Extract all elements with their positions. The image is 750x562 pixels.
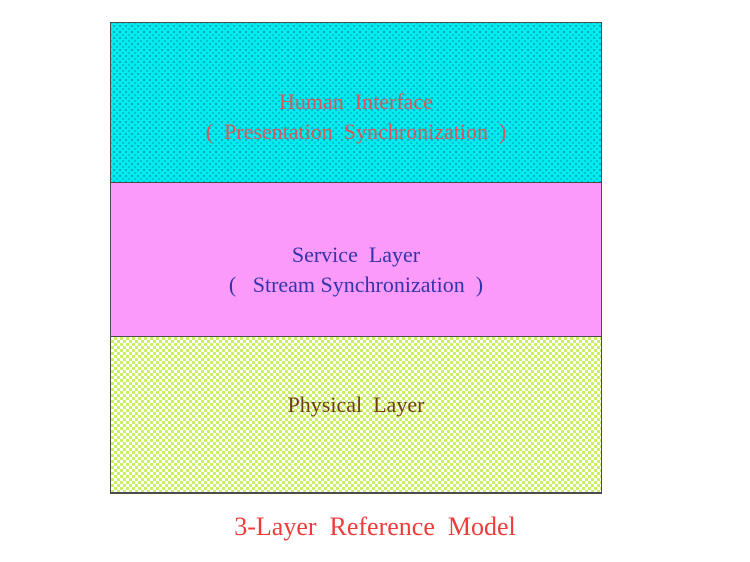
- layer-stack: Human Interface ( Presentation Synchroni…: [110, 22, 602, 494]
- layer-human-subtitle: ( Presentation Synchronization ): [205, 118, 507, 144]
- layer-box-human-interface: Human Interface ( Presentation Synchroni…: [110, 22, 602, 183]
- layer-human-title: Human Interface: [279, 88, 433, 114]
- layer-physical-title: Physical Layer: [287, 391, 425, 417]
- layer-box-physical: Physical Layer: [110, 336, 602, 494]
- layer-service-subtitle: ( Stream Synchronization ): [228, 271, 484, 297]
- layer-physical-text-block: Physical Layer: [288, 390, 425, 420]
- diagram-caption: 3-Layer Reference Model: [234, 512, 516, 541]
- layer-human-text-block: Human Interface ( Presentation Synchroni…: [206, 87, 507, 147]
- layer-box-service: Service Layer ( Stream Synchronization ): [110, 182, 602, 337]
- layer-service-title: Service Layer: [291, 241, 421, 267]
- layer-service-text-block: Service Layer ( Stream Synchronization ): [229, 240, 483, 300]
